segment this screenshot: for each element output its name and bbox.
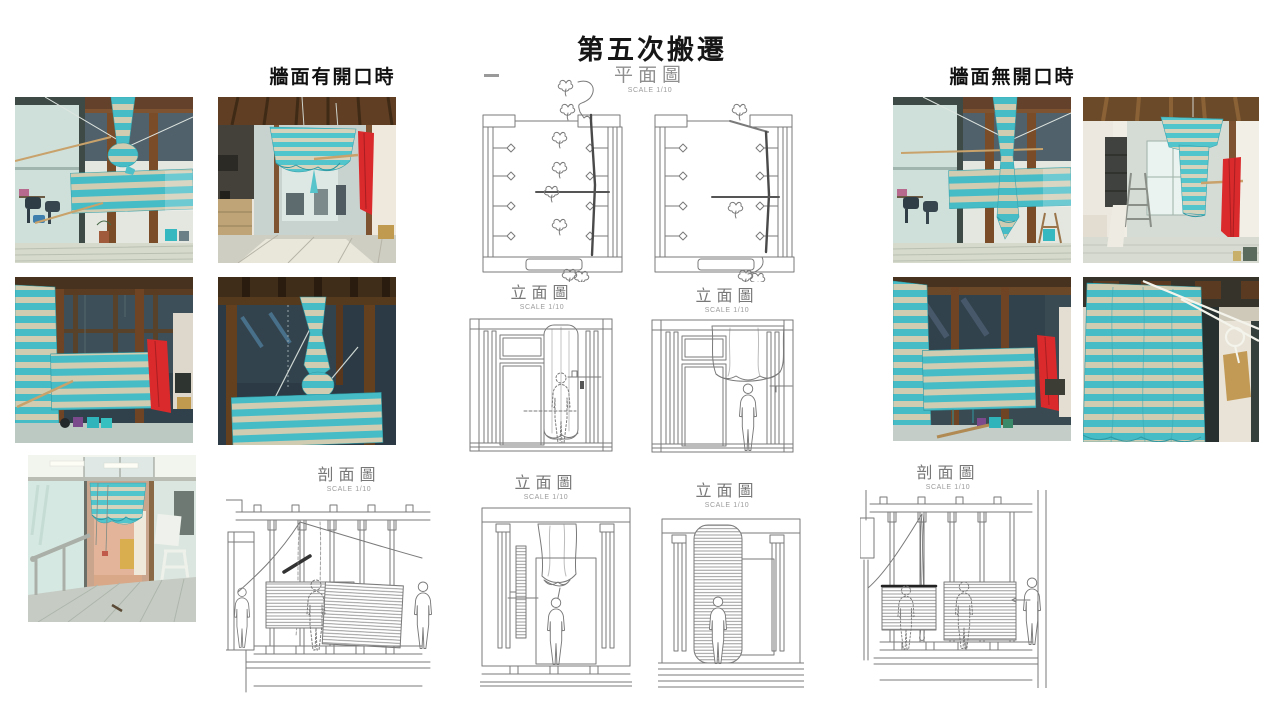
page-title: 第五次搬遷: [577, 35, 727, 66]
fabric-knot: [107, 142, 139, 168]
section-title: 剖面圖: [317, 467, 381, 484]
photo-closed-wall-3: [893, 277, 1071, 441]
elevation-title: 立面圖: [514, 475, 578, 492]
person-outline: [233, 587, 251, 648]
elevation-scale: SCALE 1/10: [704, 501, 750, 509]
elevation-bottom-right-label: 立面圖 SCALE 1/10: [667, 483, 787, 509]
red-cloth: [147, 339, 171, 413]
elevation-mid-right-label: 立面圖 SCALE 1/10: [667, 288, 787, 314]
hanging-strap: [919, 513, 925, 641]
striped-curtain: [89, 482, 147, 525]
hanging-fabric: [537, 523, 578, 599]
elevation-mid-left-drawing: [469, 318, 613, 452]
striped-fabric-drape: [992, 97, 1020, 240]
posts: [887, 511, 1015, 643]
red-cloth: [1221, 157, 1241, 247]
striped-fabric-drop: [110, 97, 136, 146]
striped-fabric-drape: [1178, 144, 1210, 216]
elevation-bottom-left-label: 立面圖 SCALE 1/10: [486, 475, 606, 501]
section-bottom-right-drawing: [860, 490, 1047, 688]
hatched-fabric: [881, 585, 937, 631]
handrail: [31, 533, 91, 561]
section-scale: SCALE 1/10: [925, 483, 971, 491]
plan-title: 平面圖: [613, 65, 686, 86]
red-cloth: [358, 131, 374, 215]
section-bottom-left-label: 剖面圖 SCALE 1/10: [289, 467, 409, 493]
photo-stairwell-view: [28, 455, 196, 622]
white-stool: [158, 549, 192, 594]
photo-open-wall-1: [15, 97, 193, 263]
fabric-plan-line: [764, 130, 771, 254]
elevation-scale: SCALE 1/10: [523, 493, 569, 501]
elevation-mid-right-drawing: [651, 319, 794, 453]
photo-closed-wall-1: [893, 97, 1071, 263]
photo-closed-wall-4: [1083, 277, 1259, 442]
striped-fabric-band: [230, 392, 384, 445]
rope: [299, 521, 423, 559]
photo-open-wall-4: [218, 277, 396, 445]
striped-fabric-canopy: [269, 126, 357, 173]
sketch-dash: [484, 74, 499, 77]
plan-drawing: [482, 79, 795, 282]
striped-fabric-band: [50, 351, 156, 411]
hanging-sheet: [711, 325, 785, 382]
photo-closed-wall-2: [1083, 97, 1259, 263]
elevation-mid-left-label: 立面圖 SCALE 1/10: [482, 285, 602, 311]
elevation-title: 立面圖: [510, 285, 574, 302]
rope: [237, 521, 301, 593]
person-outline: [546, 597, 566, 665]
elevation-scale: SCALE 1/10: [519, 303, 565, 311]
section-scale: SCALE 1/10: [326, 485, 372, 493]
elevation-bottom-left-drawing: [480, 507, 632, 687]
wall-hooks: [664, 143, 779, 241]
plan-label: 平面圖 SCALE 1/10: [590, 66, 710, 94]
section-bottom-left-drawing: [226, 499, 433, 693]
rope: [867, 513, 923, 589]
plan-scale: SCALE 1/10: [627, 86, 673, 94]
striped-fabric-canopy: [1160, 116, 1224, 151]
section-title: 剖面圖: [916, 465, 980, 482]
striped-fabric-band: [921, 347, 1037, 411]
hanging-fabric: [543, 324, 579, 440]
elevation-scale: SCALE 1/10: [704, 306, 750, 314]
hatched-fabric: [943, 581, 1017, 641]
fabric-plan-line: [589, 113, 597, 257]
person-outline: [738, 383, 758, 451]
cardboard: [1223, 351, 1251, 401]
section-label-no-opening: 牆面無開口時: [949, 67, 1076, 88]
wood-ladder: [1038, 212, 1062, 244]
photo-open-wall-3: [15, 277, 193, 443]
hatched-fabric: [321, 581, 404, 649]
white-rope: [1142, 279, 1259, 342]
section-label-open-wall: 牆面有開口時: [269, 67, 396, 88]
wall-hooks: [492, 143, 609, 241]
elevation-title: 立面圖: [695, 288, 759, 305]
elevation-bottom-right-drawing: [658, 518, 804, 688]
person-outline: [413, 581, 433, 649]
ladder: [1124, 172, 1152, 228]
photo-open-wall-2: [218, 97, 396, 263]
section-bottom-right-label: 剖面圖 SCALE 1/10: [888, 465, 1008, 491]
elevation-title: 立面圖: [695, 483, 759, 500]
